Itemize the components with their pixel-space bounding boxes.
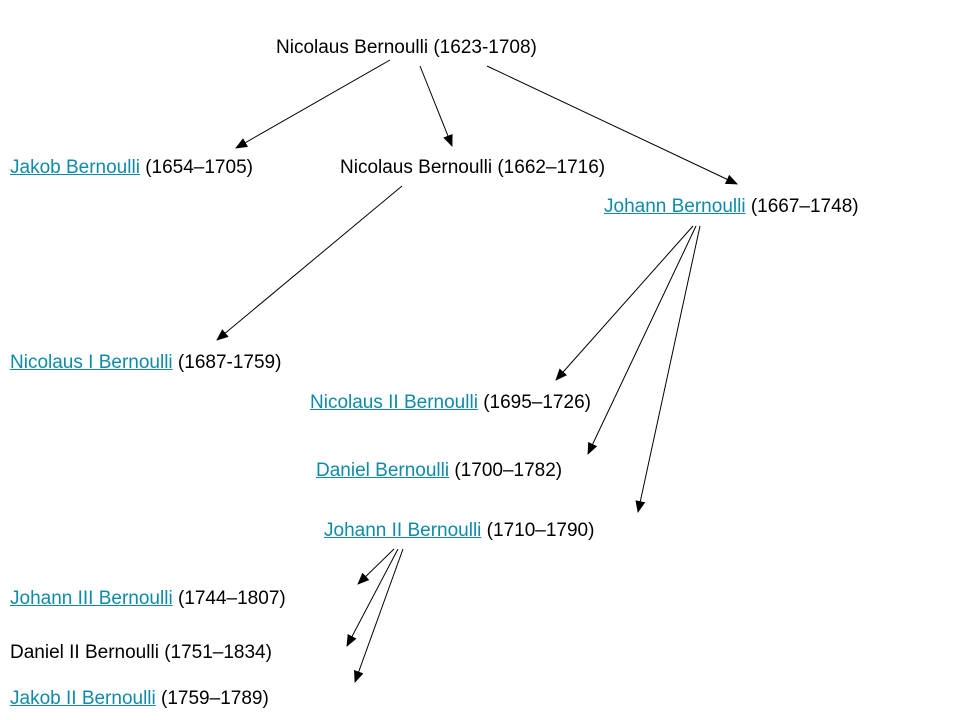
arrow-root-to-johann (486, 65, 738, 185)
node-nicolaus: Nicolaus Bernoulli (1662–1716) (340, 157, 605, 179)
node-johann-ii-years: (1710–1790) (486, 520, 595, 541)
node-root-text: Nicolaus Bernoulli (1623-1708) (276, 37, 537, 58)
arrow-johann-ii-to-jakob-ii (354, 548, 404, 683)
node-daniel-ii-text: Daniel II Bernoulli (1751–1834) (10, 642, 272, 663)
link-nicolaus-i-bernoulli[interactable]: Nicolaus I Bernoulli (10, 352, 173, 373)
arrow-johann-ii-to-johann-iii (357, 548, 395, 585)
node-nicolaus-text: Nicolaus Bernoulli (1662–1716) (340, 157, 606, 178)
node-jakob-years: (1654–1705) (145, 157, 253, 178)
node-johann-ii: Johann II Bernoulli (1710–1790) (324, 520, 594, 542)
node-daniel-years: (1700–1782) (454, 460, 563, 481)
node-johann: Johann Bernoulli (1667–1748) (604, 196, 859, 218)
link-johann-iii-bernoulli[interactable]: Johann III Bernoulli (10, 588, 173, 609)
node-johann-years: (1667–1748) (750, 196, 859, 217)
node-johann-iii-years: (1744–1807) (177, 588, 286, 609)
node-daniel-ii: Daniel II Bernoulli (1751–1834) (10, 642, 272, 664)
arrow-root-to-jakob (235, 59, 391, 149)
link-johann-bernoulli[interactable]: Johann Bernoulli (604, 196, 746, 217)
node-daniel: Daniel Bernoulli (1700–1782) (316, 460, 562, 482)
arrow-nicolaus-to-nicolaus-i (216, 185, 403, 341)
link-nicolaus-ii-bernoulli[interactable]: Nicolaus II Bernoulli (310, 392, 478, 413)
link-jakob-bernoulli[interactable]: Jakob Bernoulli (10, 157, 140, 178)
arrow-johann-to-nicolaus-ii (555, 225, 694, 381)
node-jakob: Jakob Bernoulli (1654–1705) (10, 157, 253, 179)
node-root: Nicolaus Bernoulli (1623-1708) (276, 37, 537, 59)
node-jakob-ii-years: (1759–1789) (161, 688, 269, 709)
node-jakob-ii: Jakob II Bernoulli (1759–1789) (10, 688, 269, 710)
arrow-johann-to-johann-ii (635, 225, 701, 513)
node-johann-iii: Johann III Bernoulli (1744–1807) (10, 588, 286, 610)
arrow-root-to-nicolaus (419, 65, 453, 147)
node-nicolaus-i-years: (1687-1759) (177, 352, 282, 373)
node-nicolaus-i: Nicolaus I Bernoulli (1687-1759) (10, 352, 281, 374)
node-nicolaus-ii: Nicolaus II Bernoulli (1695–1726) (310, 392, 591, 414)
link-johann-ii-bernoulli[interactable]: Johann II Bernoulli (324, 520, 482, 541)
link-jakob-ii-bernoulli[interactable]: Jakob II Bernoulli (10, 688, 156, 709)
arrow-johann-ii-to-daniel-ii (346, 548, 399, 647)
arrow-johann-to-daniel (587, 225, 697, 455)
link-daniel-bernoulli[interactable]: Daniel Bernoulli (316, 460, 450, 481)
node-nicolaus-ii-years: (1695–1726) (483, 392, 591, 413)
